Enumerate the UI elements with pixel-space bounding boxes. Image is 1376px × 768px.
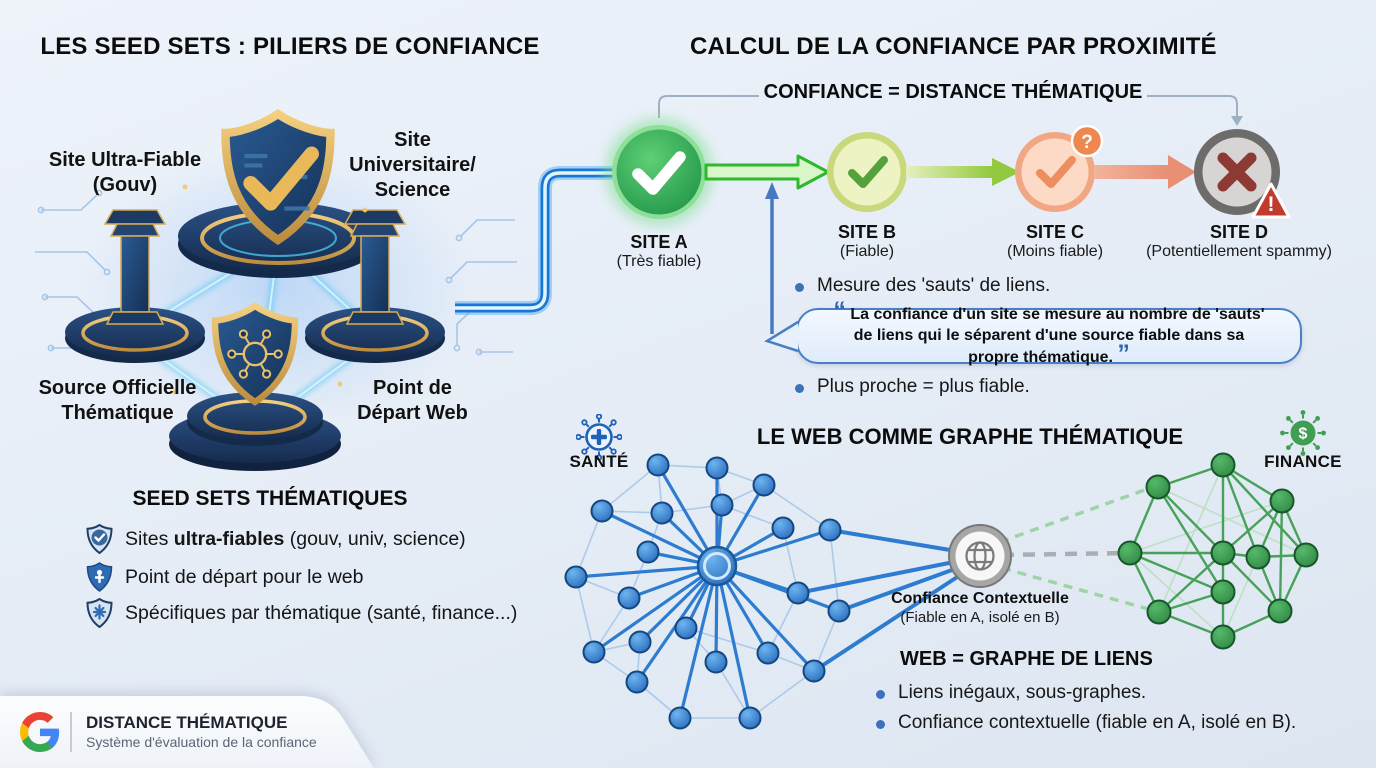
trust-quote-bubble: “ La confiance d'un site se mesure au no… <box>796 299 1302 366</box>
label-site-ultra-fiable: Site Ultra-Fiable (Gouv) <box>48 149 202 196</box>
dashed-green-link-icon <box>999 486 1151 544</box>
bullet-hops: Mesure des 'sauts' de liens. <box>795 275 1050 297</box>
dashed-gray-link-icon <box>1001 550 1129 558</box>
seed-item-thematiques: Spécifiques par thématique (santé, finan… <box>86 598 517 628</box>
finance-graph-mesh-icon <box>1128 463 1308 639</box>
proximity-subtitle: CONFIANCE = DISTANCE THÉMATIQUE <box>763 81 1143 103</box>
svg-text:$: $ <box>1299 426 1308 443</box>
arrow-a-b-icon <box>704 154 830 190</box>
health-network-icon <box>576 414 622 460</box>
site-a-name: SITE A <box>630 232 688 252</box>
web-graph-subheading: WEB = GRAPHE DE LIENS <box>900 648 1153 670</box>
bullet-dot-icon <box>876 720 885 729</box>
bubble-tail-icon <box>767 322 798 351</box>
seed-item-ultra-fiables: Sites ultra-fiables (gouv, univ, science… <box>86 524 466 554</box>
arrow-c-d-icon <box>1094 165 1168 179</box>
check-circle-icon <box>827 132 907 212</box>
seed-item-point-depart: Point de départ pour le web <box>86 562 364 592</box>
site-d-label: SITE D (Potentiellement spammy) <box>1117 222 1361 261</box>
bullet-closer: Plus proche = plus fiable. <box>795 376 1030 398</box>
globe-icon <box>948 524 1012 588</box>
network-shield-icon <box>211 302 299 406</box>
bridge-sublabel: (Fiable en A, isolé en B) <box>900 609 1060 626</box>
cluster-label-finance: FINANCE <box>1264 452 1342 471</box>
open-quote-icon: “ <box>833 297 846 326</box>
pillar-left-icon <box>103 209 167 325</box>
health-graph-mesh-icon <box>575 464 840 719</box>
site-b-label: SITE B (Fiable) <box>807 222 927 261</box>
bullet-dot-icon <box>795 283 804 292</box>
hub-node-icon <box>696 545 738 587</box>
label-source-officielle: Source Officielle Thématique <box>38 377 197 424</box>
bullet-dot-icon <box>876 690 885 699</box>
seed-item-text: Spécifiques par thématique (santé, finan… <box>125 601 518 624</box>
platform-discs-icon <box>65 202 445 471</box>
shield-solid-icon <box>86 562 113 592</box>
sparkles-icon <box>172 184 368 395</box>
check-circle-icon <box>612 125 706 219</box>
site-c-name: SITE C <box>1025 222 1084 242</box>
arrow-b-c-icon <box>906 166 992 178</box>
right-section-title: CALCUL DE LA CONFIANCE PAR PROXIMITÉ <box>690 33 1217 60</box>
footer-subtitle: Système d'évaluation de la confiance <box>86 734 317 750</box>
health-graph-spokes-icon <box>575 464 840 719</box>
circuit-traces-icon <box>35 189 517 356</box>
site-b-name: SITE B <box>837 222 896 242</box>
seed-item-text: Sites ultra-fiables (gouv, univ, science… <box>125 527 466 550</box>
google-logo <box>20 712 60 752</box>
site-b-status: (Fiable) <box>839 243 895 260</box>
finance-graph-nodes-icon <box>1117 452 1319 650</box>
footer-brand-card <box>0 696 380 768</box>
svg-text:?: ? <box>1081 132 1093 153</box>
footer-divider <box>70 712 72 752</box>
footer-title: DISTANCE THÉMATIQUE <box>86 713 288 732</box>
shield-check-icon <box>86 524 113 554</box>
cluster-label-sante: SANTÉ <box>569 452 629 471</box>
site-c-label: SITE C (Moins fiable) <box>985 222 1125 261</box>
seed-item-text: Point de départ pour le web <box>125 565 364 588</box>
svg-text:!: ! <box>1268 193 1275 216</box>
left-section-title: LES SEED SETS : PILIERS DE CONFIANCE <box>40 33 540 60</box>
web-bullet-1: Liens inégaux, sous-graphes. <box>876 682 1146 704</box>
finance-graph-mesh-light-icon <box>1129 464 1307 638</box>
seed-sets-title: SEED SETS THÉMATIQUES <box>132 487 408 510</box>
label-point-depart-web: Point de Départ Web <box>357 377 468 424</box>
bullet-hops-text: Mesure des 'sauts' de liens. <box>817 275 1051 296</box>
check-shield-icon <box>221 108 335 246</box>
web-graph-title: LE WEB COMME GRAPHE THÉMATIQUE <box>756 424 1184 449</box>
label-site-universitaire: Site Universitaire/ Science <box>349 129 476 201</box>
site-c-status: (Moins fiable) <box>1006 243 1104 260</box>
x-alert-icon: ! <box>1194 129 1291 219</box>
site-a-status: (Très fiable) <box>616 253 702 270</box>
bullet-closer-text: Plus proche = plus fiable. <box>817 376 1030 397</box>
check-question-icon: ? <box>1015 124 1104 212</box>
trust-quote-text: “ La confiance d'un site se mesure au no… <box>833 297 1265 368</box>
site-a-label: SITE A (Très fiable) <box>599 232 719 271</box>
health-graph-nodes-icon <box>564 453 851 730</box>
web-bullet-2: Confiance contextuelle (fiable en A, iso… <box>876 712 1296 734</box>
pillar-right-icon <box>343 209 407 325</box>
close-quote-icon: ” <box>1117 339 1130 368</box>
bridge-label: Confiance Contextuelle <box>891 590 1069 607</box>
web-bullet-2-text: Confiance contextuelle (fiable en A, iso… <box>898 712 1297 733</box>
web-bullet-1-text: Liens inégaux, sous-graphes. <box>898 682 1147 703</box>
site-d-name: SITE D <box>1209 222 1268 242</box>
shield-star-icon <box>86 598 113 628</box>
site-d-status: (Potentiellement spammy) <box>1146 243 1332 260</box>
bullet-dot-icon <box>795 384 804 393</box>
finance-network-icon: $ <box>1280 410 1326 456</box>
